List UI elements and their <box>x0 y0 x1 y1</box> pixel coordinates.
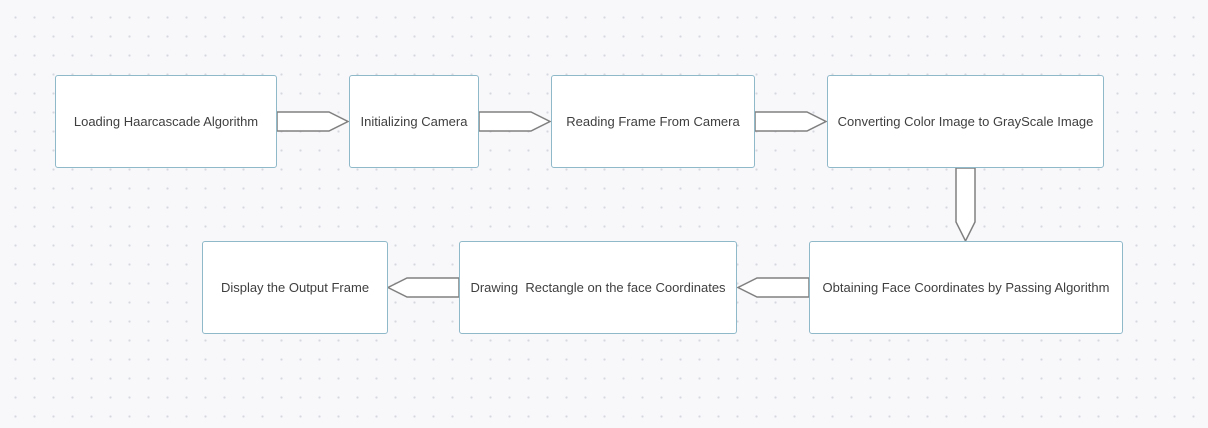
arrow-converting-to-obtaining[interactable] <box>955 167 976 243</box>
node-converting-image[interactable]: Converting Color Image to GrayScale Imag… <box>827 75 1104 168</box>
node-label: Loading Haarcascade Algorithm <box>73 114 259 129</box>
node-label: Obtaining Face Coordinates by Passing Al… <box>822 280 1110 295</box>
arrow-obtaining-to-drawing[interactable] <box>736 277 810 298</box>
node-display-output[interactable]: Display the Output Frame <box>202 241 388 334</box>
node-reading-frame[interactable]: Reading Frame From Camera <box>551 75 755 168</box>
node-obtaining-coordinates[interactable]: Obtaining Face Coordinates by Passing Al… <box>809 241 1123 334</box>
node-drawing-rectangle[interactable]: Drawing Rectangle on the face Coordinate… <box>459 241 737 334</box>
node-loading-haarcascade[interactable]: Loading Haarcascade Algorithm <box>55 75 277 168</box>
node-label: Reading Frame From Camera <box>566 114 740 129</box>
node-label: Initializing Camera <box>360 114 468 129</box>
arrow-loading-to-initializing[interactable] <box>276 111 350 132</box>
arrow-reading-to-converting[interactable] <box>754 111 828 132</box>
node-initializing-camera[interactable]: Initializing Camera <box>349 75 479 168</box>
arrow-initializing-to-reading[interactable] <box>478 111 552 132</box>
node-label: Drawing Rectangle on the face Coordinate… <box>470 280 726 295</box>
node-label: Converting Color Image to GrayScale Imag… <box>837 114 1094 129</box>
arrow-drawing-to-display[interactable] <box>386 277 460 298</box>
node-label: Display the Output Frame <box>220 280 370 295</box>
